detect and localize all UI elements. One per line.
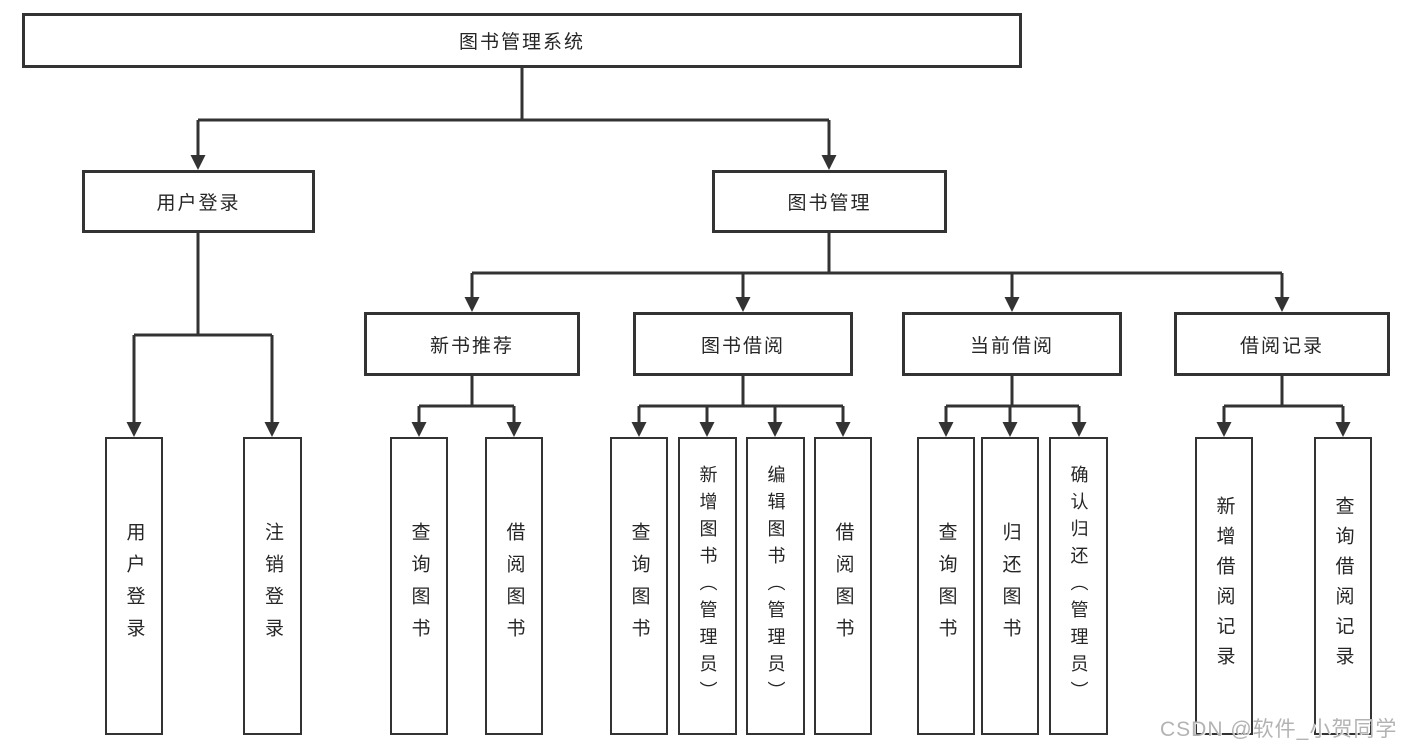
node-label: 当前借阅	[969, 335, 1054, 357]
csdn-watermark: CSDN @软件_小贺同学	[1160, 718, 1398, 741]
leaf-user-login: 用户登录	[105, 437, 163, 735]
node-label: 查询借阅记录	[1332, 496, 1354, 676]
leaf-edit-book-admin: 编辑图书（管理员）	[746, 437, 805, 735]
node-label: 新增图书（管理员）	[697, 464, 718, 708]
node-label: 查询图书	[935, 522, 957, 650]
node-label: 查询图书	[628, 522, 650, 650]
node-label: 借阅图书	[503, 522, 525, 650]
leaf-borrow-book-recommend: 借阅图书	[485, 437, 543, 735]
leaf-query-borrow-record: 查询借阅记录	[1314, 437, 1372, 735]
node-label: 注销登录	[262, 522, 283, 650]
leaf-query-book-recommend: 查询图书	[390, 437, 448, 735]
leaf-confirm-return-admin: 确认归还（管理员）	[1049, 437, 1108, 735]
node-new-book-recommend: 新书推荐	[364, 312, 580, 376]
node-label: 借阅记录	[1239, 335, 1324, 357]
node-label: 新增借阅记录	[1213, 496, 1235, 676]
node-label: 编辑图书（管理员）	[765, 464, 786, 708]
node-label: 图书管理	[787, 193, 872, 214]
node-book-borrow: 图书借阅	[633, 312, 853, 376]
node-borrow-record: 借阅记录	[1174, 312, 1390, 376]
node-book-management-system: 图书管理系统	[22, 13, 1022, 68]
node-label: 新书推荐	[429, 335, 514, 357]
node-user-login: 用户登录	[82, 170, 315, 233]
node-label: 用户登录	[123, 522, 145, 650]
node-book-management: 图书管理	[712, 170, 947, 233]
node-label: 确认归还（管理员）	[1068, 464, 1089, 708]
leaf-query-book-current: 查询图书	[917, 437, 975, 735]
node-label: 查询图书	[408, 522, 430, 650]
node-label: 图书管理系统	[458, 32, 585, 53]
node-label: 借阅图书	[832, 522, 854, 650]
leaf-add-book-admin: 新增图书（管理员）	[678, 437, 737, 735]
leaf-add-borrow-record: 新增借阅记录	[1195, 437, 1253, 735]
leaf-logout: 注销登录	[243, 437, 302, 735]
node-current-borrow: 当前借阅	[902, 312, 1122, 376]
leaf-borrow-book: 借阅图书	[814, 437, 872, 735]
leaf-query-book: 查询图书	[610, 437, 668, 735]
node-label: 归还图书	[999, 522, 1021, 650]
node-label: 图书借阅	[700, 335, 785, 357]
leaf-return-book: 归还图书	[981, 437, 1039, 735]
node-label: 用户登录	[156, 193, 241, 214]
